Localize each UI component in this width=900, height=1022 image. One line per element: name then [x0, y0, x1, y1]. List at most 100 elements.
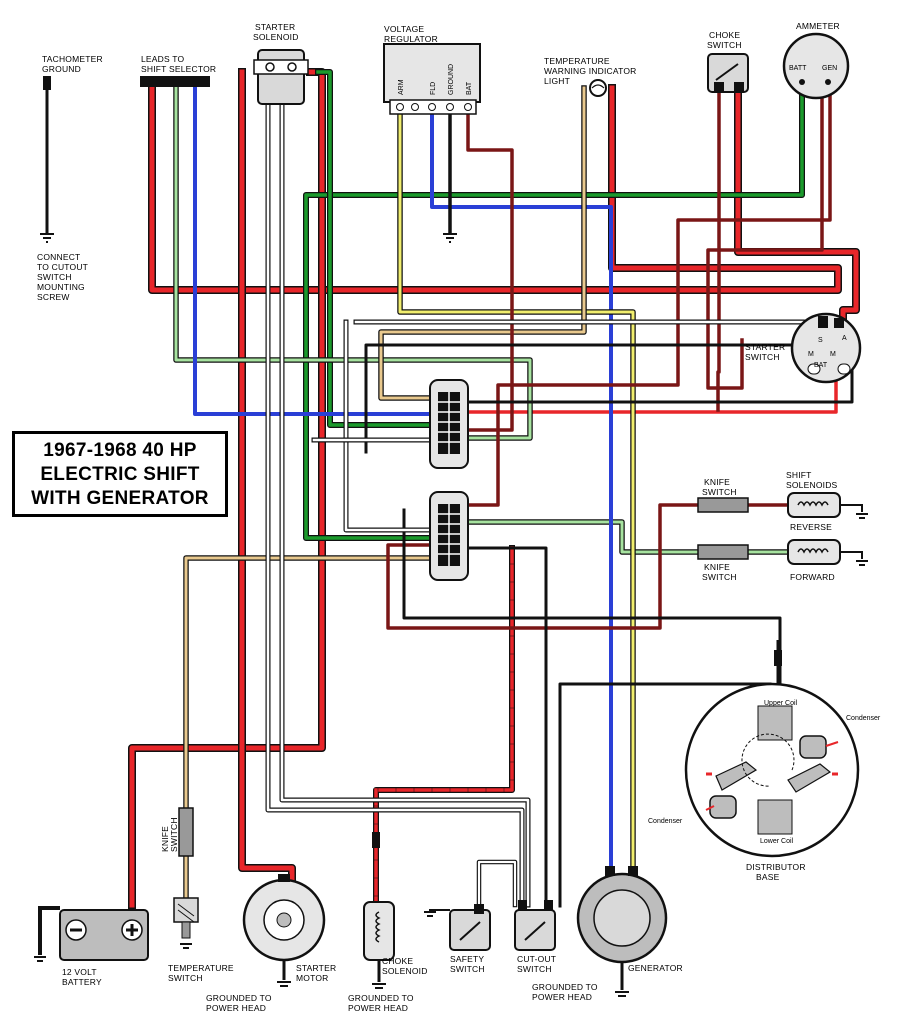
wire-tan-temp — [183, 555, 443, 901]
reg-term-ground: GROUND — [448, 64, 455, 95]
choke-label-1: CHOKE — [709, 30, 740, 40]
temp-light-label-1: TEMPERATURE — [544, 56, 610, 66]
cutout-label-5: SCREW — [37, 292, 70, 302]
reverse-label: REVERSE — [790, 522, 832, 532]
wire-white-1-fill — [266, 70, 524, 907]
ss-term-bat: BAT — [814, 362, 828, 369]
starter-switch: S A M M BAT STARTER SWITCH — [745, 312, 862, 384]
knife-rev-label-2: SWITCH — [702, 487, 737, 497]
leads-label-2: SHIFT SELECTOR — [141, 64, 216, 74]
wire-yellow-fill — [398, 106, 635, 874]
ground-label-3b: POWER HEAD — [532, 992, 592, 1002]
battery-label-2: BATTERY — [62, 977, 102, 987]
reg-term-fld: FLD — [430, 82, 437, 95]
title-line-3: WITH GENERATOR — [31, 488, 209, 509]
ss-term-m1: M — [808, 351, 814, 358]
connector-lower — [429, 491, 469, 581]
ammeter-label: AMMETER — [796, 21, 840, 31]
wire-white-4-fill — [344, 320, 442, 532]
shift-solenoid-reverse: SHIFT SOLENOIDS REVERSE — [786, 470, 868, 532]
wire-tan-fill — [379, 86, 586, 400]
choke-sol-label-1: CHOKE — [382, 956, 413, 966]
wire-brown-reverse — [386, 503, 702, 630]
upper-coil-label: Upper Coil — [764, 700, 798, 707]
starter-motor: STARTER MOTOR GROUNDED TO POWER HEAD — [206, 874, 336, 1013]
wire-green-fill — [304, 94, 804, 540]
ground-label-3a: GROUNDED TO — [532, 982, 598, 992]
title-line-1: 1967-1968 40 HP — [43, 440, 197, 461]
solenoid-label-1: STARTER — [255, 22, 295, 32]
temp-light-label-3: LIGHT — [544, 76, 570, 86]
wire-redwhite-choke-fill — [374, 546, 514, 910]
distributor-label-2: BASE — [756, 872, 780, 882]
cutout-switch: CUT-OUT SWITCH GROUNDED TO POWER HEAD — [514, 900, 598, 1002]
ss-term-m2: M — [830, 351, 836, 358]
knife-temp-label-1: KNIFE — [160, 826, 170, 852]
wire-yellow — [397, 105, 636, 875]
wire-blue-shift — [193, 82, 442, 416]
starter-solenoid: STARTER SOLENOID — [253, 22, 309, 105]
wire-brown-switch — [716, 90, 721, 412]
ground-label-1b: POWER HEAD — [206, 1003, 266, 1013]
temp-switch-label-2: SWITCH — [168, 973, 203, 983]
starter-motor-label-1: STARTER — [296, 963, 336, 973]
ammeter: AMMETER BATT GEN — [782, 21, 850, 100]
connector-upper — [429, 379, 469, 469]
wire-tan-temp-fill — [184, 556, 442, 900]
wire-brown-ammeter — [706, 88, 824, 390]
wire-black-starter-sw — [364, 343, 802, 454]
wire-lightgreen — [173, 81, 533, 441]
cutout-sw-label-2: SWITCH — [517, 964, 552, 974]
wire-blue-fld — [430, 106, 613, 874]
battery: 12 VOLT BATTERY — [34, 906, 149, 987]
reg-term-bat: BAT — [466, 81, 473, 95]
safety-label-2: SWITCH — [450, 964, 485, 974]
tach-label-1: TACHOMETER — [42, 54, 103, 64]
wire-green-solenoid-fill — [316, 70, 442, 427]
cutout-label-2: TO CUTOUT — [37, 262, 88, 272]
shift-sol-label-1: SHIFT — [786, 470, 812, 480]
wire-red-choke-fill — [735, 89, 859, 321]
choke-label-2: SWITCH — [707, 40, 742, 50]
wire-white-safety — [476, 859, 518, 908]
shift-selector-leads: LEADS TO SHIFT SELECTOR — [140, 54, 216, 87]
wire-black-bat — [460, 368, 854, 404]
generator: GENERATOR — [576, 866, 683, 997]
wire-brown-bat — [460, 106, 514, 432]
forward-label: FORWARD — [790, 572, 835, 582]
tachometer-ground: TACHOMETER GROUND CONNECT TO CUTOUT SWIT… — [37, 54, 103, 302]
ss-term-s: S — [818, 337, 823, 344]
choke-sol-label-2: SOLENOID — [382, 966, 428, 976]
cutout-sw-label-1: CUT-OUT — [517, 954, 556, 964]
wire-green — [303, 93, 805, 541]
temperature-warning-light: TEMPERATURE WARNING INDICATOR LIGHT — [544, 56, 636, 97]
voltage-regulator: VOLTAGE REGULATOR ARM FLD GROUND BAT — [383, 24, 481, 243]
wire-brown-gen — [460, 88, 832, 507]
tach-label-2: GROUND — [42, 64, 81, 74]
choke-switch: CHOKE SWITCH — [707, 30, 749, 93]
wire-tan — [378, 85, 587, 401]
condenser-label-1: Condenser — [846, 715, 881, 722]
wire-black-dist — [558, 682, 772, 908]
wire-lightgreen-fill — [174, 82, 532, 440]
starter-motor-label-2: MOTOR — [296, 973, 328, 983]
reg-term-arm: ARM — [398, 79, 405, 95]
knife-switch-forward: KNIFE SWITCH — [697, 544, 749, 582]
ground-label-2b: POWER HEAD — [348, 1003, 408, 1013]
wire-white-2-fill — [280, 70, 530, 907]
diagram-title-box: 1967-1968 40 HP ELECTRIC SHIFT WITH GENE… — [12, 431, 228, 517]
safety-label-1: SAFETY — [450, 954, 484, 964]
ground-label-2a: GROUNDED TO — [348, 993, 414, 1003]
regulator-label-1: VOLTAGE — [384, 24, 424, 34]
wire-redwhite-choke — [373, 545, 515, 911]
cutout-label-4: MOUNTING — [37, 282, 85, 292]
choke-solenoid: CHOKE SOLENOID GROUNDED TO POWER HEAD — [348, 832, 428, 1013]
generator-label: GENERATOR — [628, 963, 683, 973]
knife-fwd-label-2: SWITCH — [702, 572, 737, 582]
wire-red-starter-fill — [239, 69, 295, 881]
distributor: Upper Coil Lower Coil Condenser Condense… — [648, 640, 881, 882]
battery-label-1: 12 VOLT — [62, 967, 97, 977]
knife-rev-label-1: KNIFE — [704, 477, 730, 487]
wire-black-cutout — [460, 546, 548, 908]
